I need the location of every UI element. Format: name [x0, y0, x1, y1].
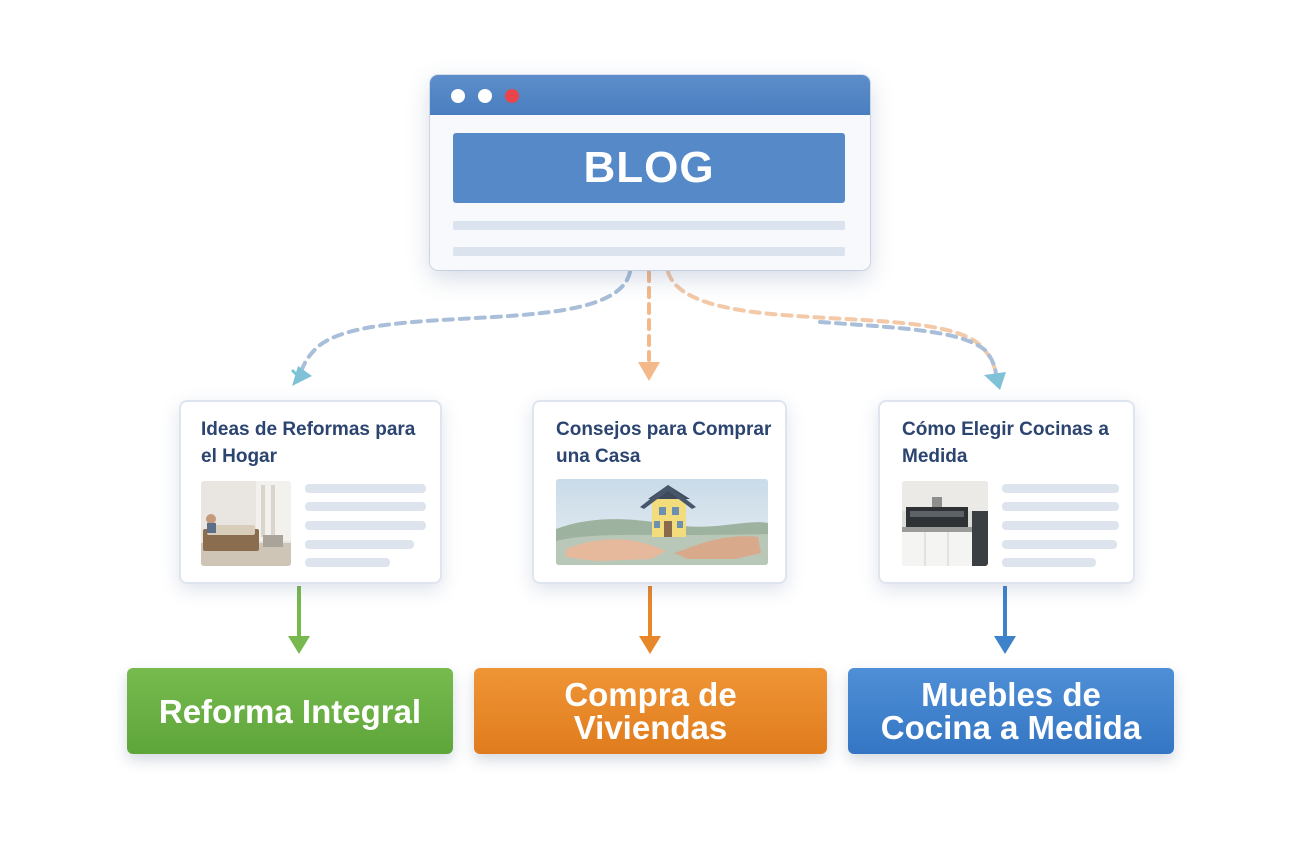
text-placeholder-line	[305, 558, 390, 567]
category-reforma-integral[interactable]: Reforma Integral	[127, 668, 453, 754]
arrowhead-center	[638, 362, 660, 381]
text-placeholder-line	[305, 521, 426, 530]
window-dot-icon	[478, 89, 492, 103]
arrowhead-left-tail	[290, 368, 302, 380]
solid-arrowhead-blue	[994, 636, 1016, 654]
living-room-photo	[201, 481, 291, 566]
article-card-comprar-casa: Consejos para Comprar una Casa	[532, 400, 787, 584]
solid-arrowhead-green	[288, 636, 310, 654]
article-card-reformas: Ideas de Reformas para el Hogar	[179, 400, 442, 584]
blog-browser-window: BLOG	[430, 75, 870, 270]
house-in-hands-photo	[556, 479, 768, 565]
window-dot-icon	[451, 89, 465, 103]
window-close-dot-icon	[505, 89, 519, 103]
kitchen-photo	[902, 481, 988, 566]
text-placeholder-line	[453, 247, 845, 256]
text-placeholder-line	[1002, 540, 1117, 549]
text-placeholder-line	[305, 540, 414, 549]
text-placeholder-line	[305, 484, 426, 493]
text-placeholder-line	[453, 221, 845, 230]
browser-title-bar	[430, 75, 870, 115]
blog-banner: BLOG	[453, 133, 845, 203]
dashed-connector-left	[298, 270, 632, 377]
category-muebles-cocina[interactable]: Muebles de Cocina a Medida	[848, 668, 1174, 754]
article-title: Ideas de Reformas para el Hogar	[201, 419, 416, 467]
dashed-connector-right	[666, 270, 998, 377]
text-placeholder-line	[305, 502, 426, 511]
article-card-cocinas: Cómo Elegir Cocinas a Medida	[878, 400, 1135, 584]
text-placeholder-line	[1002, 558, 1096, 567]
text-placeholder-line	[1002, 484, 1119, 493]
text-placeholder-line	[1002, 502, 1119, 511]
article-title: Cómo Elegir Cocinas a Medida	[902, 419, 1109, 467]
article-title: Consejos para Comprar una Casa	[556, 419, 772, 467]
arrowhead-left	[292, 366, 312, 386]
category-compra-viviendas[interactable]: Compra de Viviendas	[474, 668, 827, 754]
text-placeholder-line	[1002, 521, 1119, 530]
arrowhead-right	[984, 372, 1006, 390]
dashed-connector-right-overlay	[818, 320, 998, 376]
solid-arrowhead-orange	[639, 636, 661, 654]
